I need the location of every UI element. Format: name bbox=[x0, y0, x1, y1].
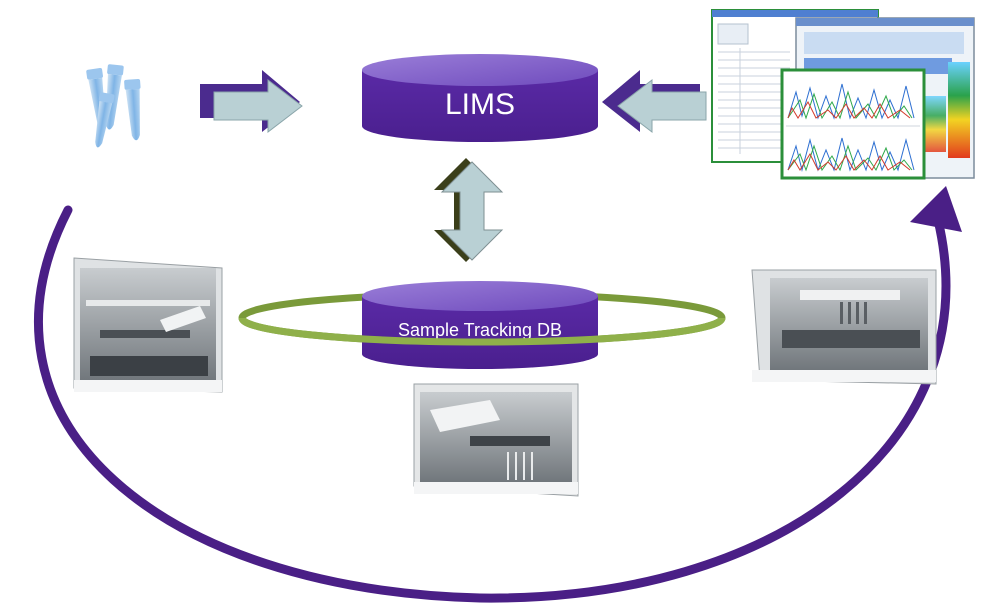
arrow-lims-tracking-bidirectional bbox=[434, 158, 504, 262]
liquid-handler-instrument-center bbox=[413, 383, 579, 497]
arrow-tubes-to-lims bbox=[200, 70, 303, 134]
cycle-arrow bbox=[34, 186, 962, 603]
arrow-software-to-lims bbox=[602, 70, 707, 134]
tracking-label: Sample Tracking DB bbox=[398, 320, 562, 340]
sample-tubes-icon bbox=[86, 64, 141, 148]
tracking-ring-front bbox=[238, 317, 726, 346]
software-window-electropherogram bbox=[780, 68, 926, 180]
lims-database[interactable]: LIMS bbox=[362, 54, 598, 142]
analysis-software-screenshot bbox=[711, 9, 975, 180]
liquid-handler-instrument-left bbox=[73, 257, 223, 393]
lims-label: LIMS bbox=[445, 88, 515, 121]
cycle-arrowhead-icon bbox=[910, 186, 962, 232]
tracking-database[interactable]: Sample Tracking DB bbox=[362, 281, 598, 369]
liquid-handler-instrument-right bbox=[751, 269, 937, 385]
